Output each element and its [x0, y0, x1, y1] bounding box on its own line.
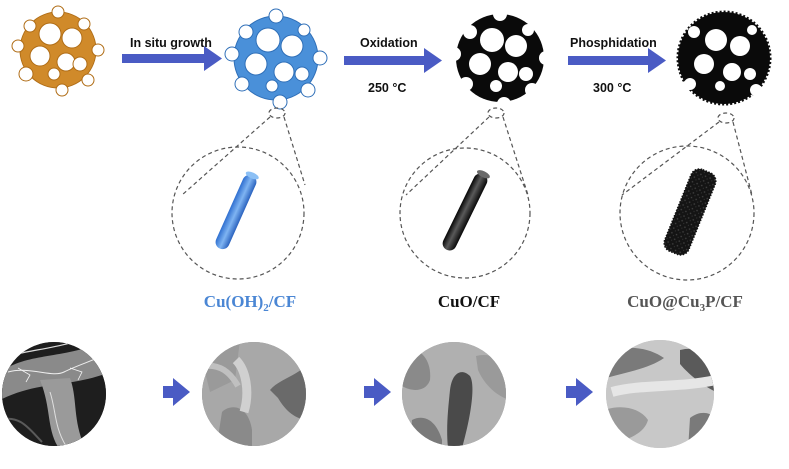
step-temperature-oxidation: 250 °C	[368, 81, 406, 95]
copper-oxide-phosphide-foam	[676, 10, 772, 106]
arrow-phosphidation	[568, 48, 666, 73]
arrow-in-situ-growth	[122, 46, 222, 71]
step-temperature-phosphidation: 300 °C	[593, 81, 631, 95]
arrow-oxidation	[344, 48, 442, 73]
step-label-in-situ-growth: In situ growth	[130, 36, 212, 50]
arrow-sem-2	[364, 378, 391, 406]
arrow-sem-1	[163, 378, 190, 406]
copper-oxide-foam	[447, 7, 553, 111]
step-label-oxidation: Oxidation	[360, 36, 418, 50]
zoom-callout-phosphide	[619, 112, 755, 281]
sem-image-copper-foam	[2, 342, 106, 446]
nanowire-oxide	[442, 170, 490, 251]
material-label-hydroxide: Cu(OH)2/CF	[204, 292, 296, 314]
material-label-core-shell: CuO@Cu3P/CF	[627, 292, 743, 314]
zoom-callout-oxide	[399, 107, 531, 279]
arrow-sem-3	[566, 378, 593, 406]
step-label-phosphidation: Phosphidation	[570, 36, 657, 50]
copper-foam-raw	[11, 5, 105, 97]
sem-image-hydroxide	[202, 342, 306, 446]
zoom-callout-hydroxide	[171, 107, 306, 280]
copper-hydroxide-foam	[224, 8, 328, 110]
sem-image-oxide	[402, 342, 506, 446]
material-label-oxide: CuO/CF	[438, 292, 500, 311]
nanowire-hydroxide	[215, 171, 259, 250]
sem-image-core-shell	[606, 340, 714, 448]
nanowire-core-shell	[663, 168, 717, 256]
